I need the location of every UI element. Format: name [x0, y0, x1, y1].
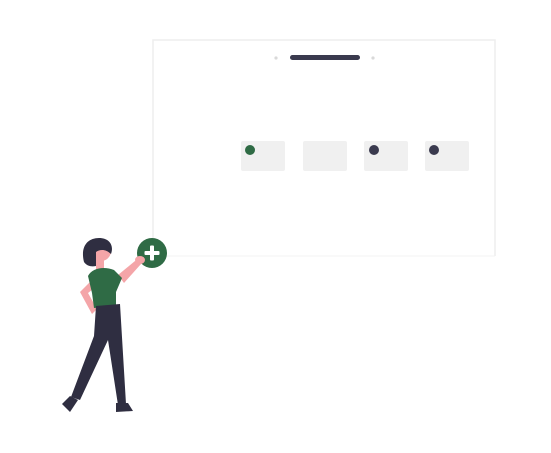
person-figure — [62, 238, 145, 412]
tile-row — [241, 141, 469, 171]
add-icon — [144, 245, 160, 261]
window-title-bar — [274, 55, 375, 60]
tile-1 — [241, 141, 285, 171]
tile-3-dot — [369, 145, 379, 155]
title-bar-dot-left — [274, 56, 278, 60]
tile-3 — [364, 141, 408, 171]
title-bar-line — [290, 55, 360, 60]
tile-1-dot — [245, 145, 255, 155]
tile-4 — [425, 141, 469, 171]
tile-4-dot — [429, 145, 439, 155]
title-bar-dot-right — [371, 56, 375, 60]
window-frame — [152, 39, 496, 257]
tile-2 — [303, 141, 347, 171]
